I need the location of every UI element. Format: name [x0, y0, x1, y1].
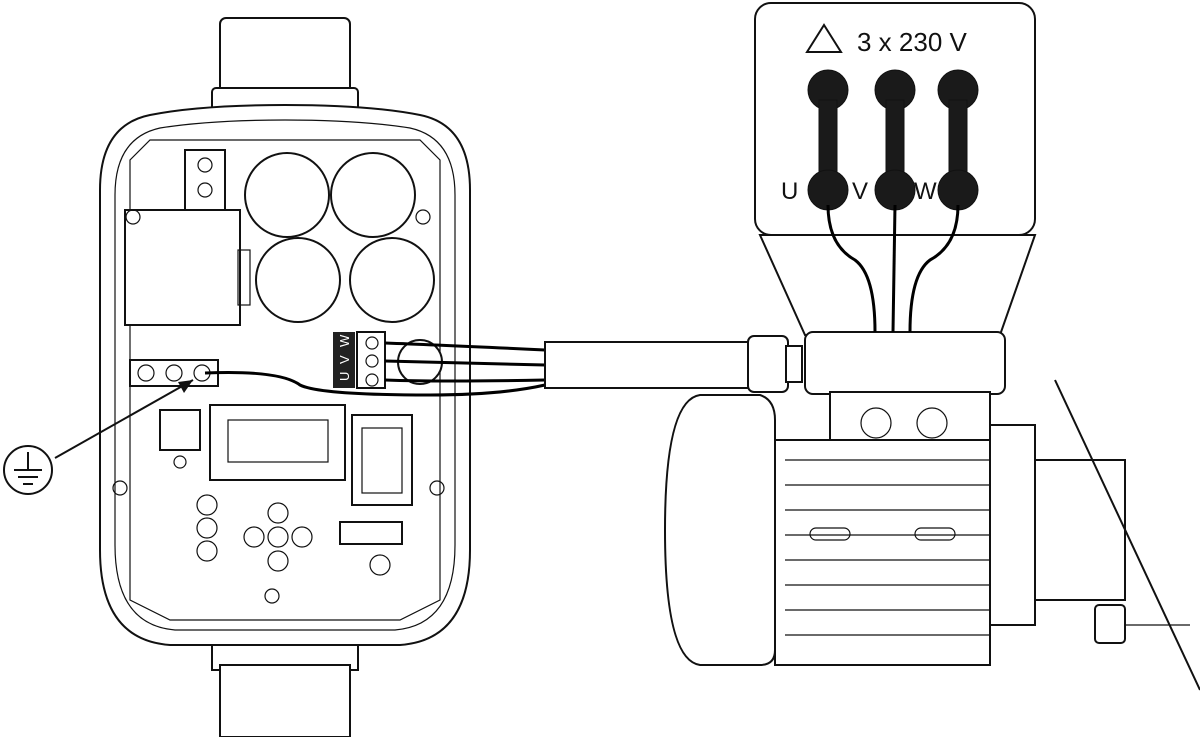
controller-top-fitting: [211, 17, 359, 119]
transformer: [124, 209, 241, 326]
uvw-terminal-block: U V W: [333, 331, 386, 389]
display: [209, 404, 346, 481]
capacitor: [349, 237, 435, 323]
motor-terminal-box: [804, 331, 1006, 395]
supply-box: 3 x 230 V U V W: [754, 2, 1036, 333]
cooling-fins: [785, 459, 990, 636]
terminal-u-label: U: [781, 178, 798, 205]
terminal-label-v: V: [337, 355, 352, 364]
terminal-label-u: U: [337, 372, 352, 381]
button-pad: [196, 494, 313, 572]
ground-terminal-block: [129, 359, 219, 387]
terminal-links: [807, 69, 979, 211]
controller-bottom-fitting: [211, 634, 359, 737]
terminal-v-label: V: [852, 178, 868, 205]
screw-icons: [112, 209, 445, 604]
controller-body: U V W: [99, 103, 471, 646]
terminal-label-w: W: [337, 334, 352, 347]
capacitor: [244, 152, 330, 238]
delta-symbol-icon: [805, 23, 843, 53]
ground-symbol-icon: [3, 379, 194, 495]
motor: [663, 234, 1200, 691]
motor-cable: [204, 335, 803, 397]
cable-gland: [747, 335, 789, 393]
capacitor: [330, 152, 416, 238]
terminal-w-label: W: [914, 178, 937, 205]
capacitor: [255, 237, 341, 323]
voltage-label: 3 x 230 V: [857, 27, 968, 57]
